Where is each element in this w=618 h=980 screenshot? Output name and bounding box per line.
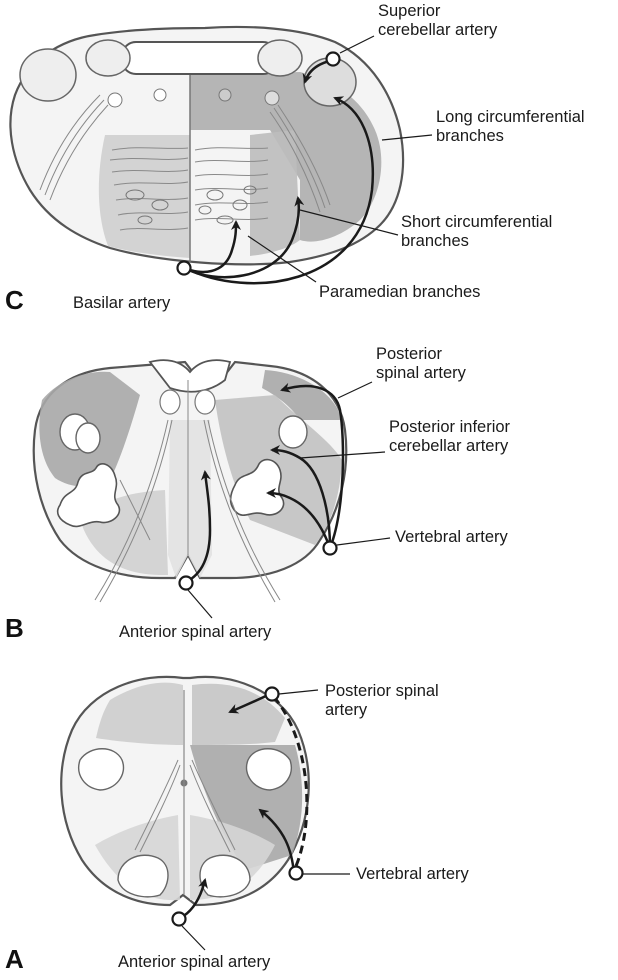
label-paramedian-branches: Paramedian branches [319,283,481,301]
posterior-spinal-dashed [272,696,309,867]
medulla-anterior-region [168,420,212,578]
medulla-fourth-ventricle [148,359,232,393]
medulla-nucleus [278,415,308,449]
label-posterior-spinal-artery-a: Posterior spinal artery [325,682,439,719]
posterior-spinal-origin-a [264,686,280,702]
medulla-nucleus [194,389,216,415]
basilar-artery-origin [176,260,192,276]
medulla-pica-region-right [262,370,342,420]
medulla-nucleus [75,422,101,454]
label-posterior-spinal-artery-b: Posterior spinal artery [376,345,466,382]
label-posterior-inferior-cerebellar-artery: Posterior inferior cerebellar artery [389,418,511,455]
nucleus [218,88,232,102]
panel-letter-c: C [5,285,24,315]
label-anterior-spinal-artery-b: Anterior spinal artery [119,623,272,641]
caudal-medulla-lobes [78,748,292,898]
right-peduncle-top [257,39,303,77]
pons-basis-left [98,135,190,258]
vertebral-origin-b [322,540,338,556]
vertebral-origin-a [288,865,304,881]
panel-c-leaders [247,35,433,283]
pons-short-circumferential-region [250,130,300,256]
fourth-ventricle [121,41,278,75]
caudal-medulla-section [60,675,350,951]
panel-a-leaders [181,689,350,951]
nucleus [153,88,167,102]
medulla-nucleus [159,389,181,415]
pontine-transverse-fibres [109,147,269,231]
pons-fibres-left [39,94,331,213]
left-cerebellar-peduncle [19,48,77,102]
caudal-medulla-posterior-region [96,682,183,745]
pons-long-circumferential-region [190,72,382,242]
medulla-section [32,359,391,619]
pontine-nuclei-islands [125,185,257,225]
panel-letter-b: B [5,613,24,643]
left-inferior-olive [56,463,121,528]
pons-section [9,25,433,285]
medulla-fibres [94,380,281,603]
label-short-circumferential-branches: Short circumferential branches [401,213,553,250]
label-basilar-artery: Basilar artery [73,294,171,312]
caudal-medulla-fibres [134,759,236,853]
left-peduncle-top [85,39,131,77]
superior-cerebellar-origin [325,51,341,67]
anterior-spinal-origin-a [171,911,187,927]
panel-letter-a: A [5,944,24,974]
nucleus [264,90,280,106]
panel-b-leaders [187,381,391,619]
anterior-spinal-origin-b [178,575,194,591]
label-anterior-spinal-artery-a: Anterior spinal artery [118,953,271,971]
label-superior-cerebellar-artery: Superior cerebellar artery [378,2,498,39]
nucleus [107,92,123,108]
medulla-arteries [185,382,345,584]
label-long-circumferential-branches: Long circumferential branches [436,108,585,145]
label-vertebral-artery-a: Vertebral artery [356,865,469,883]
label-vertebral-artery-b: Vertebral artery [395,528,508,546]
